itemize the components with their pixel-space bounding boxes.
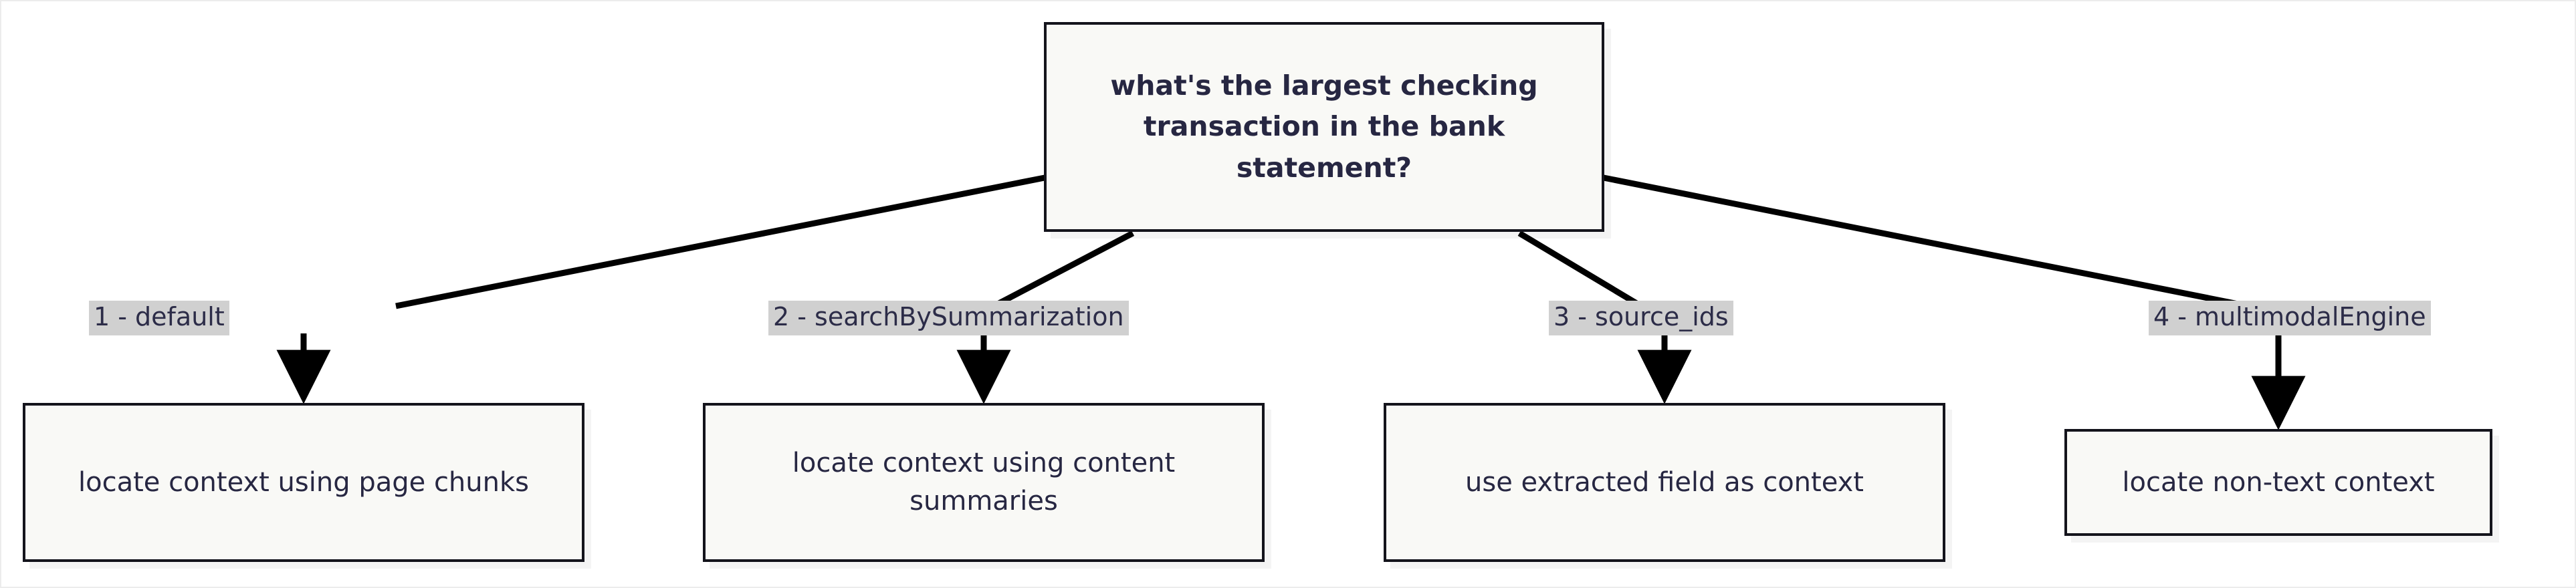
root-node-question[interactable]: what's the largest checking transaction …: [1044, 22, 1604, 232]
leaf-node-2[interactable]: locate context using content summaries: [703, 403, 1265, 562]
leaf-node-1-label: locate context using page chunks: [78, 466, 529, 498]
edge-line-3: [1517, 231, 1643, 309]
leaf-node-3-label: use extracted field as context: [1465, 466, 1864, 498]
leaf-node-1[interactable]: locate context using page chunks: [23, 403, 584, 562]
edge-label-3: 3 - source_ids: [1549, 301, 1733, 336]
edge-label-2: 2 - searchBySummarization: [768, 301, 1129, 336]
edge-line-2: [992, 231, 1135, 309]
root-node-label: what's the largest checking transaction …: [1110, 69, 1538, 184]
leaf-node-4-label: locate non-text context: [2122, 466, 2435, 498]
edge-line-4: [1603, 174, 2249, 309]
edge-label-1: 1 - default: [89, 301, 229, 336]
leaf-node-3[interactable]: use extracted field as context: [1384, 403, 1945, 562]
edge-line-1: [395, 174, 1045, 309]
edge-label-4: 4 - multimodalEngine: [2149, 301, 2431, 336]
leaf-node-2-label: locate context using content summaries: [792, 448, 1176, 517]
leaf-node-4[interactable]: locate non-text context: [2064, 429, 2492, 536]
